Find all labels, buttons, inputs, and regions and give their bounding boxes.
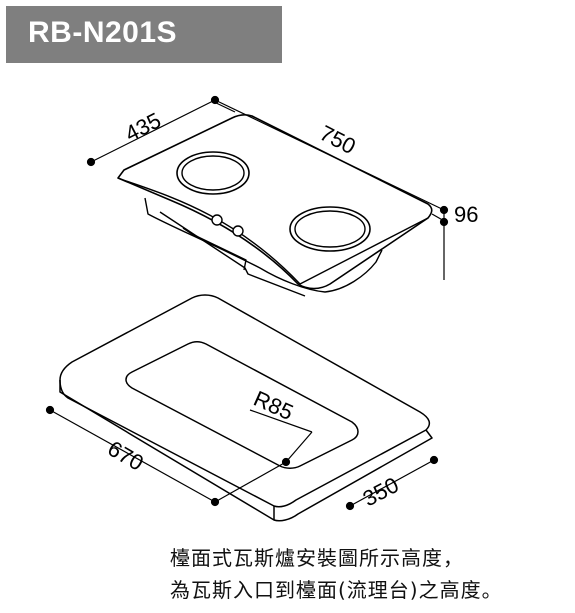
model-title-bar: RB-N201S <box>6 6 282 63</box>
countertop-drawing <box>59 294 433 522</box>
right-burner-inner <box>294 210 366 248</box>
cut-width-dim-line <box>49 409 216 503</box>
radius-leader <box>285 431 313 463</box>
stove-base-edge <box>159 211 306 297</box>
cut-width-label: 670 <box>104 436 148 476</box>
note-line-2: 為瓦斯入口到檯面(流理台)之高度。 <box>170 578 503 602</box>
right-burner <box>289 206 371 252</box>
depth-dim-line <box>90 99 216 163</box>
stove-drawing <box>117 113 433 297</box>
stove-right-lip <box>299 217 429 285</box>
stove-front-lip <box>117 177 301 285</box>
countertop-edge <box>59 380 433 522</box>
right-knob <box>232 225 244 237</box>
stove-dimensions <box>86 95 449 280</box>
cut-depth-dim-line <box>214 461 287 503</box>
model-title: RB-N201S <box>28 16 178 49</box>
stove-bottom-tray <box>182 227 247 271</box>
left-burner <box>176 151 250 195</box>
countertop-dimensions <box>45 405 439 511</box>
cut-depth-label: 350 <box>359 472 403 511</box>
note-line-1: 檯面式瓦斯爐安裝圖所示高度， <box>170 546 464 570</box>
left-burner-inner <box>181 155 245 191</box>
depth-label: 435 <box>121 108 165 147</box>
stove-top-plate <box>117 113 433 290</box>
height-label: 96 <box>454 202 478 227</box>
countertop-cutout <box>125 341 359 469</box>
width-dim-line <box>214 99 445 211</box>
left-knob <box>211 214 223 226</box>
